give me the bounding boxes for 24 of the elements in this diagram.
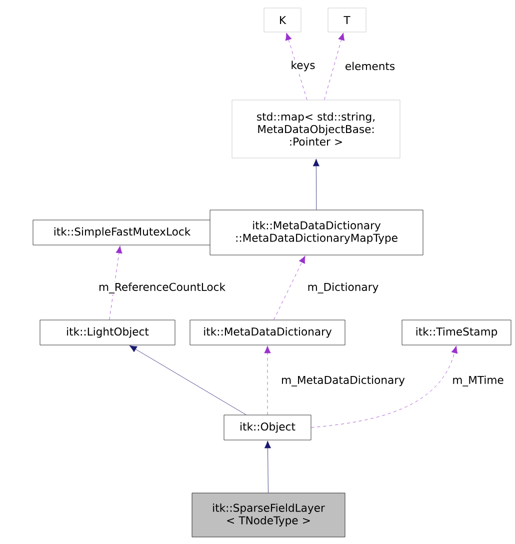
edge-label: m_ReferenceCountLock	[98, 282, 226, 294]
arrow	[264, 346, 271, 415]
edge-label: keys	[290, 60, 316, 72]
class-box: itk::SimpleFastMutexLock	[32, 220, 212, 246]
edge-label: m_MetaDataDictionary	[280, 374, 406, 388]
arrow	[312, 158, 320, 210]
arrow	[129, 345, 246, 415]
arrow	[264, 440, 272, 493]
class-box: itk::TimeStamp	[402, 320, 512, 346]
class-box: T	[328, 8, 366, 32]
class-box: std::map< std::string, MetaDataObjectBase: :Pointer >	[232, 100, 400, 158]
class-box: itk::Object	[224, 414, 312, 440]
edge-label: m_Dictionary	[306, 282, 380, 294]
edge-label: elements	[344, 60, 396, 72]
arrow	[311, 346, 458, 428]
class-box: itk::LightObject	[40, 320, 176, 346]
class-box: K	[264, 8, 302, 32]
arrow	[274, 256, 306, 320]
class-box: itk::MetaDataDictionary	[190, 320, 346, 346]
class-box: itk::SparseFieldLayer < TNodeType >	[192, 492, 346, 538]
edge-label: m_MTime	[451, 374, 505, 388]
arrow	[285, 32, 308, 100]
arrow	[109, 246, 122, 320]
arrow	[324, 32, 345, 100]
